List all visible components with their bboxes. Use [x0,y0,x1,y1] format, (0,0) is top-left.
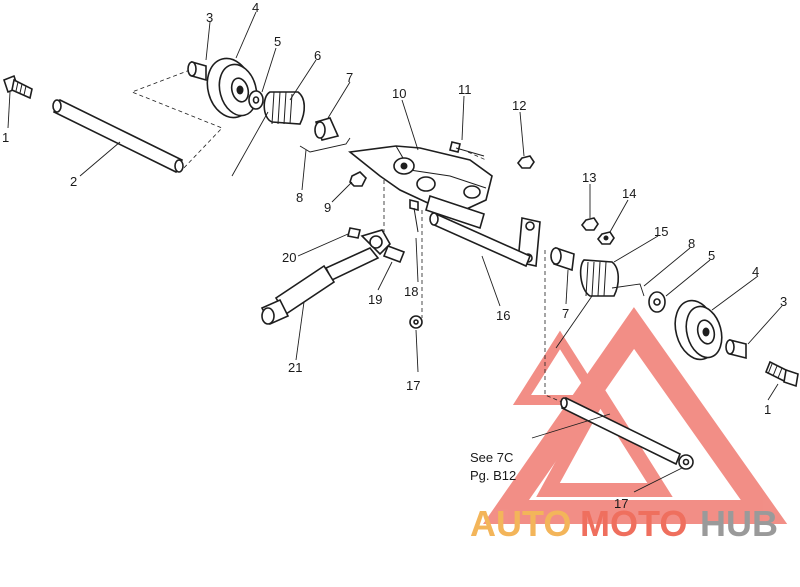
part-4-wheel-lower [674,299,723,361]
part-7-spacer-lower [550,246,575,272]
callout-17-lower: 17 [614,496,628,511]
callout-2: 2 [70,174,77,189]
part-5-washer-lower [648,291,666,313]
callout-5-lower: 5 [708,248,715,263]
reference-note-line-2: Pg. B12 [470,468,516,483]
part-3-bushing-lower [725,338,747,360]
guide-lines [130,69,563,403]
callout-13: 13 [582,170,596,185]
callout-3-lower: 3 [780,294,787,309]
callout-12: 12 [512,98,526,113]
part-21-shock [260,229,391,326]
part-13-nut [580,217,599,231]
reference-note: See 7C Pg. B12 [470,450,516,483]
lower-rod [560,396,682,466]
callout-8-top: 8 [296,190,303,205]
watermark-triangle-small [512,330,608,405]
part-17-washer-middle [409,315,423,329]
part-5-washer-top [248,90,264,110]
watermark-triangle-inner [536,381,673,497]
part-2-rod [52,98,184,174]
part-16-rod [429,212,532,268]
part-9-nut [349,171,367,187]
callout-8-lower: 8 [688,236,695,251]
part-10-bracket [348,145,493,230]
part-1-bolt-left [3,74,33,100]
callout-14: 14 [622,186,636,201]
watermark-text: AUTO MOTO HUB [470,503,778,544]
guide-line-right-vertical [544,250,563,403]
watermark-auto: AUTO [470,503,571,544]
part-7-spacer-top [314,117,340,141]
part-8-spring-arm-top [299,137,351,153]
part-17-washer-lower [678,454,694,470]
callout-15: 15 [654,224,668,239]
callout-17-middle: 17 [406,378,420,393]
callout-18: 18 [404,284,418,299]
guide-line-bracket-right [467,151,487,161]
callout-19: 19 [368,292,382,307]
callout-4-top: 4 [252,0,259,15]
watermark-hub: HUB [700,503,778,544]
part-11-bolt [449,141,485,157]
part-19-spacer [382,244,406,264]
callout-4-lower: 4 [752,264,759,279]
part-12-nut [516,155,535,169]
watermark-logo [483,307,788,524]
callout-1-right: 1 [764,402,771,417]
leader-lines [7,11,783,493]
part-4-wheel-top [206,57,258,119]
part-18-bolt [409,198,419,233]
part-14-washer [596,231,615,245]
callout-20: 20 [282,250,296,265]
part-3-bushing-top [187,60,207,82]
part-1-bolt-right [764,360,799,388]
callout-6: 6 [314,48,321,63]
callout-7-top: 7 [346,70,353,85]
watermark-moto: MOTO [580,503,687,544]
part-8-spring-arm-lower [611,283,645,297]
callout-9: 9 [324,200,331,215]
callout-11: 11 [458,82,472,97]
callout-16: 16 [496,308,510,323]
watermark-triangle-large [483,307,788,524]
callout-10: 10 [392,86,406,101]
callout-3-top: 3 [206,10,213,25]
callout-labels: 1 2 3 4 5 6 7 8 9 10 11 12 13 14 15 8 5 … [2,0,787,511]
part-15-spring-lower [555,259,620,349]
guide-line-left-bracket [130,69,223,173]
part-20-pin [347,227,361,239]
callout-7-lower: 7 [562,306,569,321]
callout-5-top: 5 [274,34,281,49]
reference-note-line-1: See 7C [470,450,513,465]
callout-1-left: 1 [2,130,9,145]
part-6-spring-top [231,91,306,177]
callout-21: 21 [288,360,302,375]
